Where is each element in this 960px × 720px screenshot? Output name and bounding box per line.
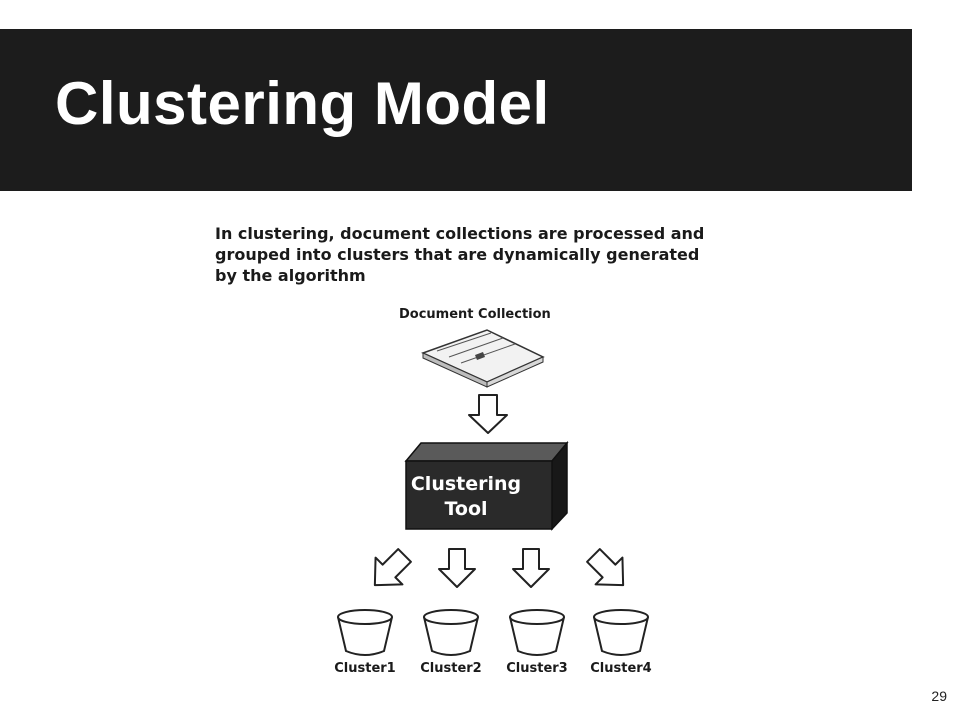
slide-title: Clustering Model <box>55 70 550 137</box>
cluster-label: Cluster1 <box>334 661 396 676</box>
clustering-figure: In clustering, document collections are … <box>205 215 715 685</box>
cube-icon <box>404 440 569 531</box>
down-arrow-icon <box>438 548 476 588</box>
title-bar <box>0 29 912 191</box>
down-arrow-icon <box>512 548 550 588</box>
tool-label-line2: Tool <box>444 498 488 520</box>
down-arrow-icon <box>468 394 508 434</box>
cluster-label: Cluster4 <box>590 661 652 676</box>
cluster-label: Cluster3 <box>506 661 568 676</box>
bucket-icon <box>337 609 393 656</box>
document-stack-icon <box>421 329 545 388</box>
page-number: 29 <box>931 688 947 704</box>
diagonal-arrow-icon <box>373 548 412 587</box>
clustering-tool-label: Clustering Tool <box>401 472 531 522</box>
diagram-graphics <box>337 329 649 656</box>
cluster-label: Cluster2 <box>420 661 482 676</box>
diagonal-arrow-icon <box>586 548 625 587</box>
document-collection-label: Document Collection <box>399 307 551 322</box>
bucket-icon <box>423 609 479 656</box>
figure-description: In clustering, document collections are … <box>215 224 705 285</box>
tool-label-line1: Clustering <box>410 473 522 495</box>
bucket-icon <box>509 609 565 656</box>
bucket-icon <box>593 609 649 656</box>
